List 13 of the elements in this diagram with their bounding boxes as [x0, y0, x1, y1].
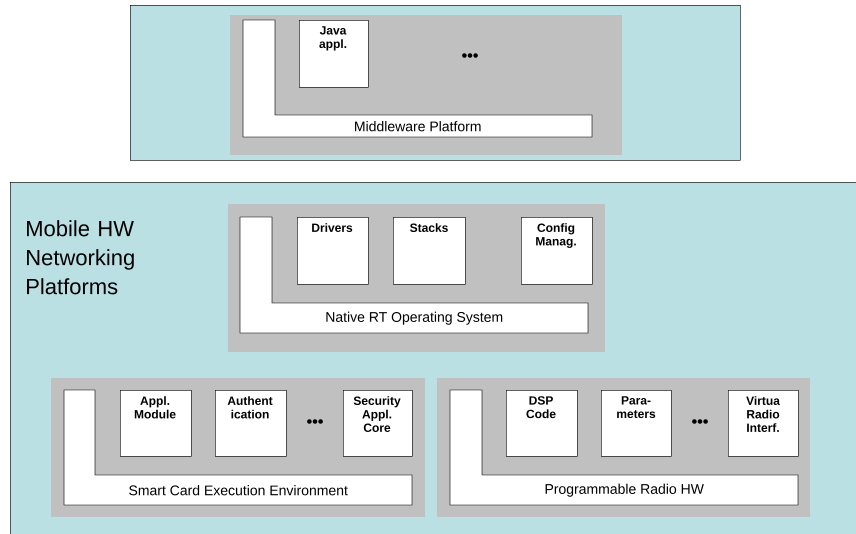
module-box: Security Appl. Core — [343, 390, 413, 457]
ellipsis: ••• — [692, 419, 708, 424]
module-box: DSP Code — [506, 390, 578, 457]
module-box: Java appl. — [299, 20, 369, 88]
module-box: Appl. Module — [120, 390, 192, 457]
ellipsis: ••• — [307, 419, 323, 424]
module-box: Virtua Radio Interf. — [728, 390, 799, 457]
ellipsis: ••• — [462, 53, 478, 58]
module-box: Config Manag. — [521, 216, 593, 285]
module-box: Para- meters — [601, 390, 672, 457]
module-box: Stacks — [393, 216, 466, 285]
module-box: Authent ication — [215, 390, 287, 457]
module-box: Drivers — [297, 216, 369, 285]
